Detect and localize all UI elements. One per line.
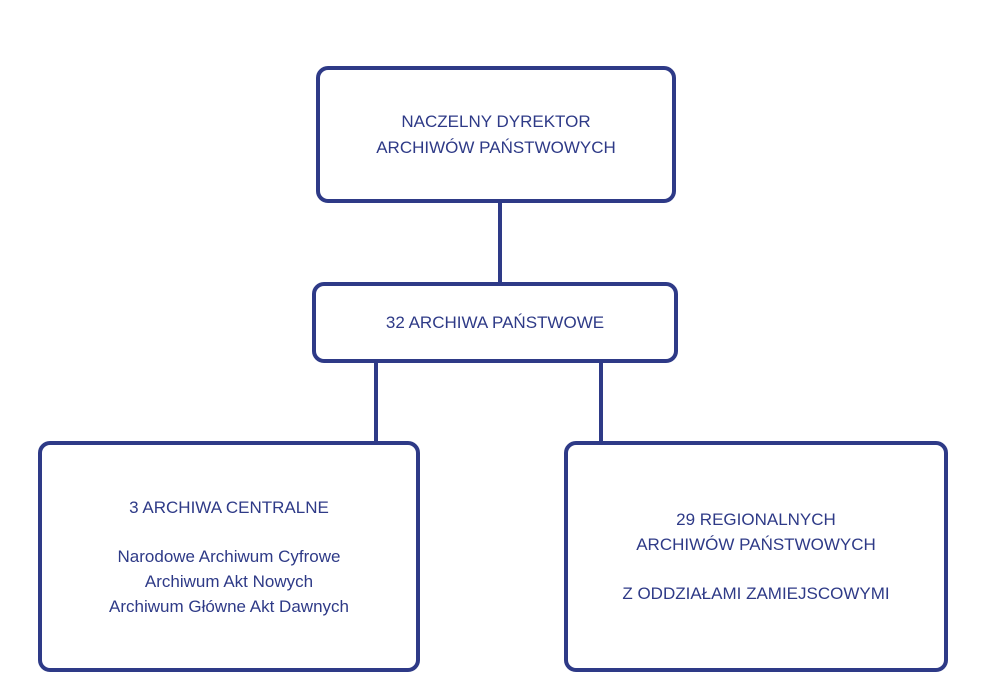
central-archives-node: 3 ARCHIWA CENTRALNE Narodowe Archiwum Cy… <box>38 441 420 672</box>
director-node: NACZELNY DYREKTOR ARCHIWÓW PAŃSTWOWYCH <box>316 66 676 203</box>
regional-archives-line-3: Z ODDZIAŁAMI ZAMIEJSCOWYMI <box>622 584 890 603</box>
central-archive-item: Narodowe Archiwum Cyfrowe <box>117 546 341 566</box>
regional-archives-line-2: ARCHIWÓW PAŃSTWOWYCH <box>636 535 876 554</box>
connector-state-to-central <box>374 363 378 441</box>
state-archives-title: 32 ARCHIWA PAŃSTWOWE <box>385 312 605 332</box>
director-title-line-1: NACZELNY DYREKTOR <box>401 111 591 131</box>
connector-state-to-regional <box>599 363 603 441</box>
central-archive-item: Archiwum Główne Akt Dawnych <box>109 596 349 616</box>
connector-director-to-state <box>498 203 502 282</box>
regional-archives-node: 29 REGIONALNYCH ARCHIWÓW PAŃSTWOWYCH Z O… <box>564 441 948 672</box>
director-title-line-2: ARCHIWÓW PAŃSTWOWYCH <box>376 137 616 157</box>
central-archives-heading: 3 ARCHIWA CENTRALNE <box>129 497 329 517</box>
regional-archives-line-1: 29 REGIONALNYCH <box>676 510 836 529</box>
central-archive-item: Archiwum Akt Nowych <box>144 571 314 591</box>
state-archives-node: 32 ARCHIWA PAŃSTWOWE <box>312 282 678 363</box>
